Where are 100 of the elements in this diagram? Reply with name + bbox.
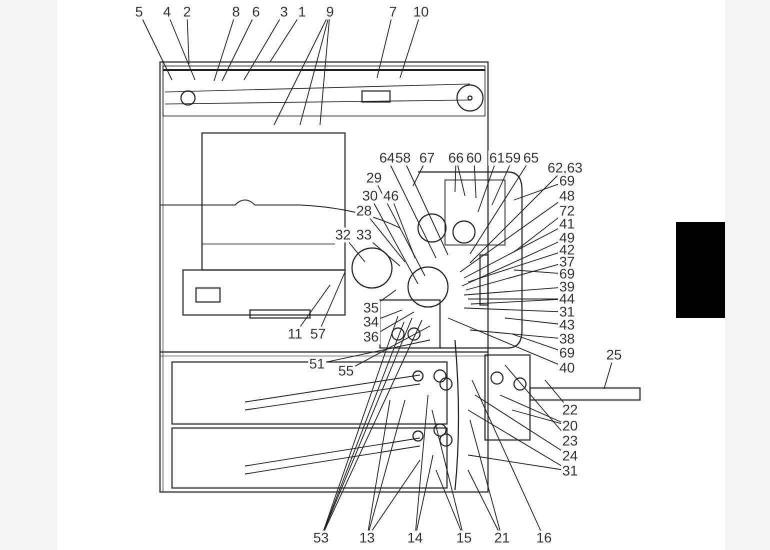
leader-line — [514, 270, 559, 274]
leader-line — [472, 380, 542, 531]
leader-line — [468, 298, 559, 300]
leader-line — [376, 19, 392, 78]
leader-line — [478, 165, 495, 212]
leader-line — [436, 470, 462, 531]
callout-number: 2 — [182, 4, 192, 20]
callout-number: 20 — [561, 418, 579, 434]
leader-line — [514, 184, 559, 200]
leader-line — [504, 318, 559, 324]
callout-number: 7 — [388, 4, 398, 20]
leader-line — [354, 326, 430, 367]
leader-line — [370, 218, 406, 262]
callout-number: 4 — [162, 4, 172, 20]
leader-line — [214, 19, 234, 82]
leader-line — [170, 19, 196, 80]
leader-line — [466, 264, 559, 290]
leader-line — [393, 203, 416, 258]
leader-line — [457, 165, 466, 196]
callout-number: 60 — [465, 150, 483, 166]
leader-line — [379, 310, 402, 320]
leader-line — [470, 165, 527, 254]
callout-number: 40 — [558, 360, 576, 376]
leader-line — [142, 19, 172, 80]
leader-line — [512, 334, 559, 350]
leader-line — [474, 165, 476, 198]
leader-line — [468, 454, 562, 470]
leader-line — [270, 19, 298, 62]
callout-number: 38 — [558, 332, 576, 346]
leader-line — [460, 202, 559, 272]
leader-line — [400, 19, 420, 78]
leader-line — [390, 165, 436, 258]
leader-line — [348, 242, 366, 262]
leader-line — [415, 394, 428, 531]
callout-number: 5 — [134, 4, 144, 20]
callout-number: 29 — [365, 170, 383, 186]
leader-line — [320, 19, 330, 126]
leader-line — [368, 400, 390, 531]
callout-number: 64 — [378, 150, 396, 166]
leader-line — [462, 242, 559, 286]
leader-line — [544, 380, 564, 403]
callout-number: 32 — [334, 228, 352, 242]
leader-line — [448, 318, 559, 365]
callout-number: 8 — [231, 4, 241, 20]
callout-number: 3 — [279, 4, 289, 20]
callout-number: 13 — [358, 530, 376, 546]
leader-line — [374, 203, 418, 284]
callout-number: 6 — [251, 4, 261, 20]
callout-number: 65 — [522, 150, 540, 166]
callout-number: 48 — [558, 188, 576, 204]
callout-number: 14 — [406, 530, 424, 546]
callout-number: 46 — [382, 188, 400, 204]
callout-number: 57 — [309, 326, 327, 342]
callout-number: 61 — [488, 150, 506, 166]
callout-number: 69 — [558, 174, 576, 188]
leader-line — [379, 290, 396, 302]
leader-line — [416, 454, 434, 531]
callout-number: 36 — [362, 330, 380, 344]
callout-number: 21 — [493, 530, 511, 546]
leader-line — [244, 19, 280, 80]
leader-line — [468, 410, 562, 466]
leader-line — [468, 470, 499, 531]
leader-line — [474, 394, 562, 451]
leader-line — [470, 175, 558, 264]
callout-number: 69 — [558, 346, 576, 360]
callout-number: 51 — [308, 356, 326, 372]
callout-number: 16 — [535, 530, 553, 546]
callout-number: 41 — [558, 216, 576, 232]
leader-line — [406, 165, 448, 256]
callout-number: 34 — [362, 314, 380, 330]
callout-number: 10 — [412, 4, 430, 20]
leader-line — [320, 272, 346, 327]
leader-line — [379, 312, 414, 332]
callout-number: 24 — [561, 448, 579, 464]
leader-line — [492, 165, 510, 206]
leader-line — [222, 19, 253, 82]
callout-number: 31 — [561, 464, 579, 478]
leader-line — [300, 19, 328, 126]
callout-number: 67 — [418, 150, 436, 166]
callout-number: 15 — [455, 530, 473, 546]
callout-number: 53 — [312, 530, 330, 546]
leader-line — [325, 340, 430, 363]
callout-number: 55 — [337, 364, 355, 378]
leader-line — [470, 330, 559, 339]
callout-number: 25 — [605, 348, 623, 362]
leader-line — [372, 460, 420, 531]
leader-line — [512, 410, 562, 424]
leader-line — [300, 284, 330, 327]
callout-number: 62,63 — [546, 160, 584, 176]
leader-line — [514, 217, 559, 252]
callout-number: 66 — [447, 150, 465, 166]
leader-line — [274, 19, 327, 126]
callout-number: 35 — [362, 300, 380, 316]
callout-number: 30 — [361, 188, 379, 204]
leader-line — [186, 19, 190, 64]
leader-line — [464, 308, 559, 312]
leader-line — [468, 252, 559, 282]
callout-number: 23 — [561, 434, 579, 448]
callout-number: 11 — [286, 326, 304, 342]
leader-line — [372, 242, 400, 266]
